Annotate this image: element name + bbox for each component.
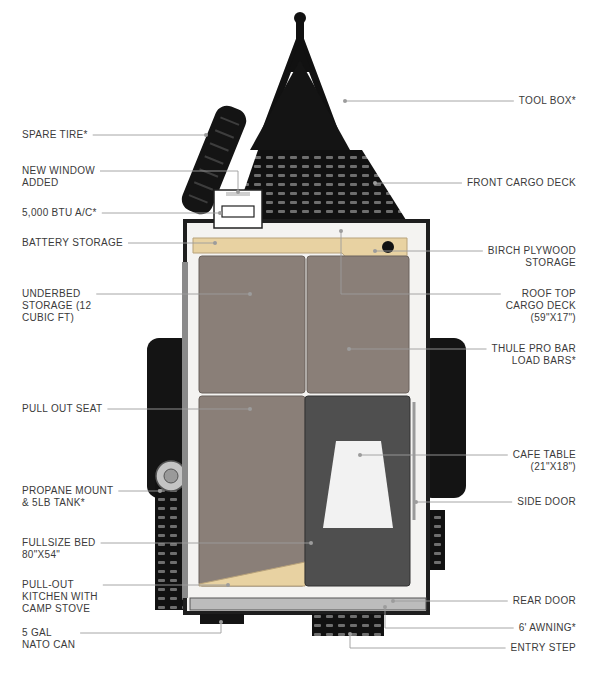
leader-line xyxy=(93,135,206,136)
cafe-table xyxy=(323,441,393,528)
leader-dot xyxy=(309,541,313,545)
leader-dot xyxy=(373,249,377,253)
leader-dot xyxy=(218,211,222,215)
callout-label: THULE PRO BAR LOAD BARS* xyxy=(476,343,576,367)
callout-label: PROPANE MOUNT & 5LB TANK* xyxy=(22,485,122,509)
leader-dot xyxy=(236,190,240,194)
callout-label: TOOL BOX* xyxy=(476,95,576,107)
leader-line xyxy=(393,601,508,602)
leader-line xyxy=(96,294,250,295)
ac-vent xyxy=(222,206,254,217)
leader-line xyxy=(341,231,501,294)
leader-line xyxy=(375,251,483,252)
ac-unit xyxy=(214,190,262,228)
leader-dot xyxy=(219,620,223,624)
leader-dot xyxy=(391,599,395,603)
cushion xyxy=(199,396,305,586)
callout-label: PULL-OUT KITCHEN WITH CAMP STOVE xyxy=(22,579,112,615)
callout-label: PULL OUT SEAT xyxy=(22,403,132,415)
callout-label: ENTRY STEP xyxy=(476,642,576,654)
leader-line xyxy=(103,585,228,586)
callout-label: REAR DOOR xyxy=(476,595,576,607)
leader-dot xyxy=(347,347,351,351)
callout-label: BIRCH PLYWOOD STORAGE xyxy=(476,245,576,269)
leader-dot xyxy=(373,181,377,185)
floor-panel xyxy=(305,396,410,586)
callout-label: NEW WINDOW ADDED xyxy=(22,165,107,189)
leader-line xyxy=(80,622,221,633)
entry-step xyxy=(312,614,384,636)
callout-label: UNDERBED STORAGE (12 CUBIC FT) xyxy=(22,288,102,324)
callout-label: 5,000 BTU A/C* xyxy=(22,207,132,219)
leader-line xyxy=(107,409,250,410)
cushion xyxy=(307,256,409,393)
leader-line xyxy=(100,171,238,192)
leader-dot xyxy=(248,407,252,411)
leader-dot xyxy=(343,99,347,103)
leader-line xyxy=(360,455,508,456)
trailer-body xyxy=(185,221,428,613)
leader-line xyxy=(385,607,514,628)
callout-label: SIDE DOOR xyxy=(476,496,576,508)
leader-line xyxy=(128,243,215,244)
leader-dot xyxy=(414,500,418,504)
leader-line xyxy=(102,213,220,214)
leader-line xyxy=(118,491,160,492)
callout-label: CAFE TABLE (21"X18") xyxy=(496,449,576,473)
callout-label: FULLSIZE BED 80"X54" xyxy=(22,537,112,561)
leader-dot xyxy=(248,292,252,296)
leader-dot xyxy=(339,229,343,233)
callout-label: BATTERY STORAGE xyxy=(22,237,152,249)
leader-line xyxy=(349,349,487,350)
nato-can xyxy=(200,614,244,624)
kitchen-board xyxy=(199,562,305,586)
leader-line xyxy=(101,543,311,544)
leader-dot xyxy=(213,241,217,245)
callout-label: ROOF TOP CARGO DECK (59"X17") xyxy=(496,288,576,324)
leader-dot xyxy=(358,453,362,457)
leader-dot xyxy=(226,583,230,587)
rear-bumper xyxy=(190,598,426,610)
leader-dot xyxy=(383,605,387,609)
side-rail xyxy=(182,262,188,598)
cushion xyxy=(199,256,305,393)
callout-label: SPARE TIRE* xyxy=(22,129,122,141)
callout-label: FRONT CARGO DECK xyxy=(446,177,576,189)
propane-tank xyxy=(156,461,186,491)
leader-line xyxy=(345,101,514,102)
leader-dot xyxy=(348,632,352,636)
tool-box xyxy=(250,60,350,150)
leader-line xyxy=(350,634,506,648)
callout-label: 5 GAL NATO CAN xyxy=(22,627,82,651)
leader-dot xyxy=(204,133,208,137)
leader-line xyxy=(375,183,462,184)
leader-line xyxy=(416,502,512,503)
leader-dot xyxy=(158,489,162,493)
callout-label: 6' AWNING* xyxy=(476,622,576,634)
